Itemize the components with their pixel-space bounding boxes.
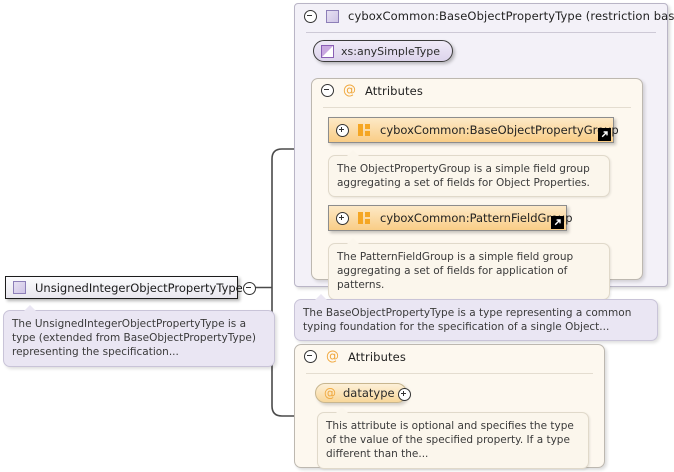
attribute-group-icon [358, 124, 371, 136]
root-documentation-text: The UnsignedIntegerObjectPropertyType is… [12, 318, 256, 359]
header-divider [306, 32, 656, 33]
group-expand-toggle[interactable] [336, 211, 349, 225]
group-ref-label: cyboxCommon:BaseObjectPropertyGroup [380, 123, 619, 137]
external-link-icon[interactable] [598, 128, 611, 141]
base-attributes-header[interactable]: @ Attributes [312, 79, 642, 102]
doc-tip [24, 305, 36, 311]
attribute-datatype-pill[interactable]: @ datatype [315, 383, 407, 403]
base-type-documentation-text: The BaseObjectPropertyType is a type rep… [303, 307, 632, 334]
at-sign-icon: @ [326, 349, 339, 364]
group-expand-toggle[interactable] [336, 123, 349, 137]
attribute-datatype-documentation-text: This attribute is optional and specifies… [326, 420, 574, 461]
root-documentation: The UnsignedIntegerObjectPropertyType is… [3, 305, 275, 367]
attribute-group-icon [358, 212, 371, 224]
base-type-label: cyboxCommon:BaseObjectPropertyType (rest… [348, 9, 674, 23]
attribute-datatype-expand-toggle[interactable] [398, 388, 411, 401]
complex-type-icon [326, 9, 339, 23]
attributes-label: Attributes [365, 83, 423, 98]
group-ref-documentation-2: The PatternFieldGroup is a simple field … [328, 238, 610, 300]
root-collapse-toggle[interactable] [243, 282, 256, 295]
group-ref-pattern-field-group[interactable]: cyboxCommon:PatternFieldGroup [328, 205, 573, 231]
doc-tip [336, 407, 348, 413]
doc-tip [347, 238, 359, 244]
simple-type-icon [321, 44, 334, 58]
root-type-label: UnsignedIntegerObjectPropertyType [35, 280, 243, 295]
attribute-datatype-label: datatype [343, 386, 395, 400]
attributes-label: Attributes [348, 349, 406, 364]
root-type-box[interactable]: UnsignedIntegerObjectPropertyType [5, 276, 243, 299]
group-ref-documentation-1: The ObjectPropertyGroup is a simple fiel… [328, 150, 610, 198]
at-sign-icon: @ [343, 83, 356, 98]
header-divider [306, 373, 593, 374]
complex-type-icon [13, 281, 26, 294]
group-ref-documentation-text-2: The PatternFieldGroup is a simple field … [337, 251, 574, 292]
header-divider [323, 107, 631, 108]
base-type-collapse-toggle[interactable] [304, 9, 317, 23]
attributes-collapse-toggle[interactable] [304, 350, 317, 363]
simple-type-label: xs:anySimpleType [341, 44, 440, 58]
local-attributes-header[interactable]: @ Attributes [295, 345, 604, 368]
group-ref-base-object-property-group[interactable]: cyboxCommon:BaseObjectPropertyGroup [328, 117, 619, 143]
simple-type-pill[interactable]: xs:anySimpleType [313, 40, 453, 62]
doc-tip [347, 150, 359, 156]
attributes-collapse-toggle[interactable] [321, 84, 334, 97]
doc-tip [315, 294, 327, 300]
group-ref-documentation-text-1: The ObjectPropertyGroup is a simple fiel… [337, 163, 590, 190]
group-ref-label: cyboxCommon:PatternFieldGroup [380, 211, 573, 225]
external-link-icon[interactable] [551, 216, 564, 229]
at-sign-icon: @ [324, 386, 336, 400]
base-type-documentation: The BaseObjectPropertyType is a type rep… [294, 294, 658, 342]
attribute-datatype-documentation: This attribute is optional and specifies… [317, 407, 589, 469]
base-type-header[interactable]: cyboxCommon:BaseObjectPropertyType (rest… [295, 4, 674, 28]
